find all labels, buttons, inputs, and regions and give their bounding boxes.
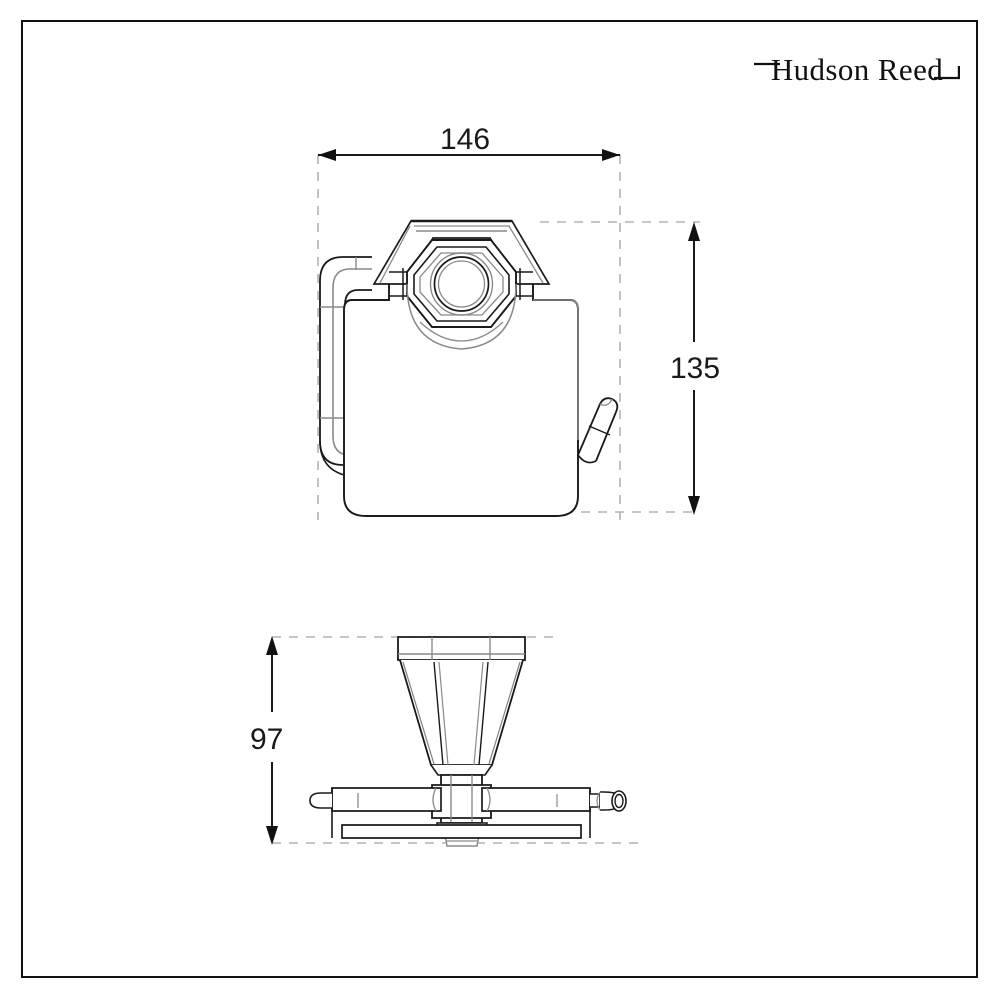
dimension-label-height: 135 xyxy=(670,352,721,385)
hudson-reed-logo: Hudson Reed xyxy=(752,48,962,92)
sheet-border xyxy=(21,20,978,978)
brand-wordmark: Hudson Reed xyxy=(770,52,944,87)
dimension-label-width: 146 xyxy=(440,123,491,156)
dimension-label-depth: 97 xyxy=(250,723,284,756)
